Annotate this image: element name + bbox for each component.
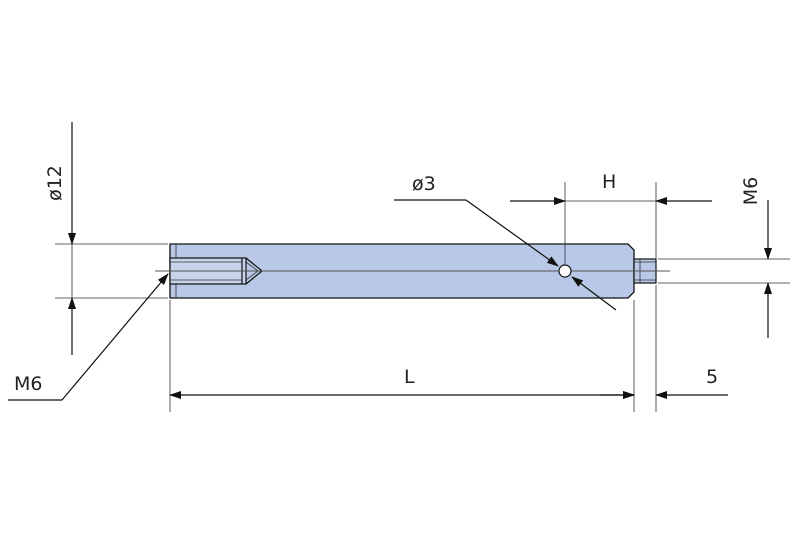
- leader-thread-left: M6: [8, 273, 169, 401]
- label-thread-length: 5: [706, 366, 718, 388]
- label-length: L: [404, 366, 415, 388]
- dim-thread-length: 5: [600, 285, 728, 412]
- label-dia-hole: ø3: [412, 173, 436, 195]
- dim-hole-position: H: [510, 171, 712, 265]
- dim-diameter-12: ø12: [44, 122, 168, 355]
- leader-dia-hole: ø3: [394, 173, 617, 311]
- label-hole-pos: H: [602, 171, 616, 193]
- label-dia-body: ø12: [44, 165, 66, 201]
- label-thread-right: M6: [740, 177, 762, 205]
- dim-thread-right: M6: [658, 177, 790, 338]
- cross-hole: [558, 264, 572, 278]
- label-thread-left: M6: [14, 373, 42, 395]
- dim-length: L: [169, 300, 635, 412]
